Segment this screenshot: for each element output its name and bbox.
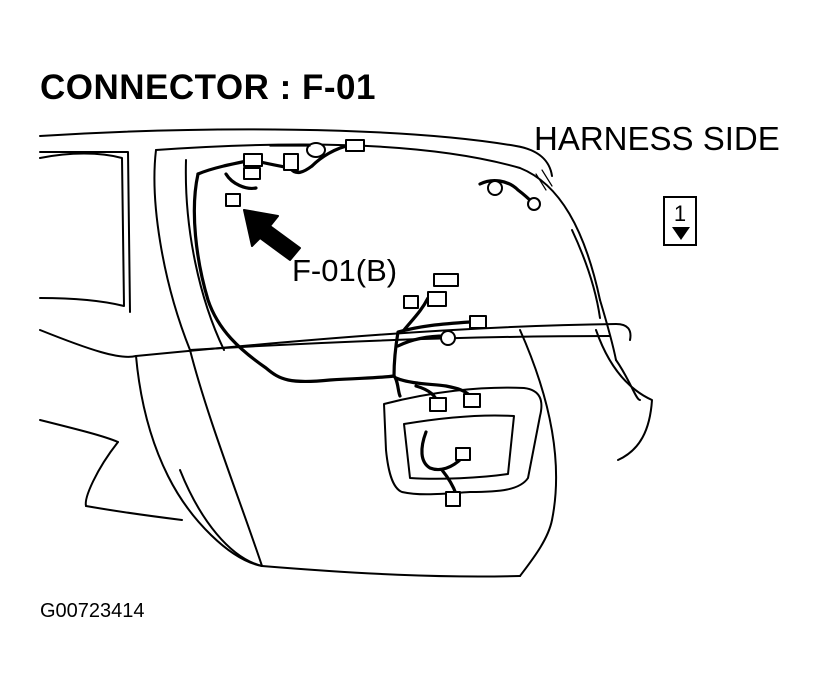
harness-side-label: HARNESS SIDE (534, 120, 780, 157)
connector (403, 295, 419, 309)
license-plate-recess (383, 386, 543, 496)
connector (283, 153, 299, 171)
pointer-arrow (243, 209, 301, 261)
pin-indicator: 1 (663, 196, 697, 246)
grommet (440, 330, 456, 346)
connectors (225, 139, 541, 507)
connector (429, 397, 447, 412)
connector (445, 491, 461, 507)
connector (455, 447, 471, 461)
triangle-down-icon (672, 227, 690, 240)
connector (463, 393, 481, 408)
grommet (527, 197, 541, 211)
grommet (306, 142, 326, 158)
connector-f01b (225, 193, 241, 207)
connector (433, 273, 459, 287)
figure-code: G00723414 (40, 600, 145, 622)
pin-number: 1 (673, 201, 687, 226)
connector (427, 291, 447, 307)
connector-ticks (269, 145, 553, 191)
connector (243, 167, 261, 180)
connector (243, 153, 263, 167)
body-side (39, 128, 553, 567)
connector-callout-label: F-01(B) (292, 253, 398, 288)
connector (469, 315, 487, 329)
page-title: CONNECTOR : F-01 (40, 68, 376, 107)
connector (345, 139, 365, 152)
grommet (487, 180, 503, 196)
